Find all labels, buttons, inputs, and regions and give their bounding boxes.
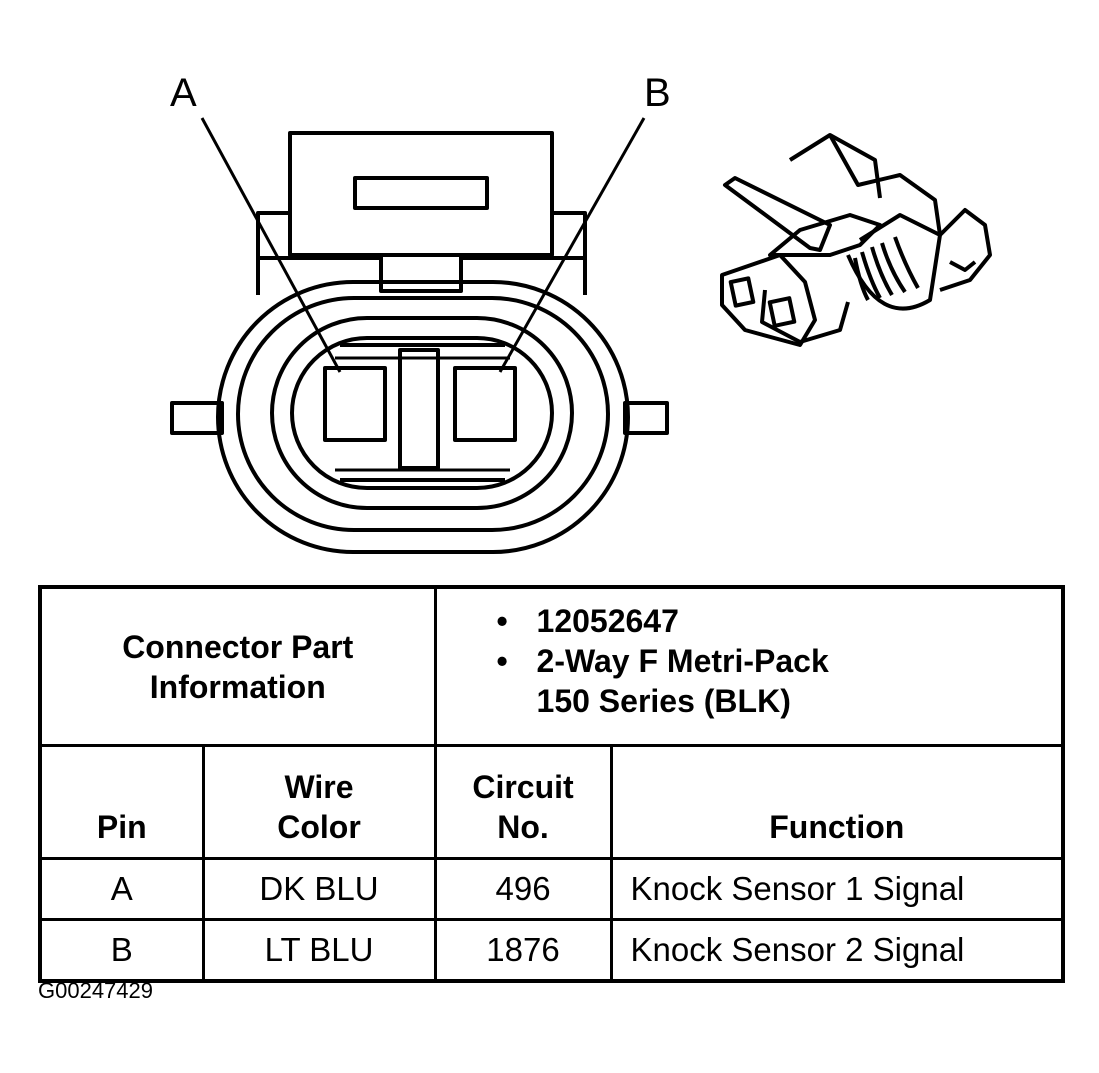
wire-color-cell: DK BLU <box>201 857 437 921</box>
circuit-cell: 1876 <box>433 918 613 983</box>
column-header-row: Pin Wire Color Circuit No. Function <box>38 744 1065 860</box>
pin-a-label: A <box>170 71 197 115</box>
table-row: B LT BLU 1876 Knock Sensor 2 Signal <box>38 918 1065 983</box>
col-header-circuit-no: Circuit No. <box>433 744 613 860</box>
connector-housing-top <box>288 131 554 257</box>
pin-cell: B <box>38 918 205 983</box>
terminal-cavity-b <box>453 366 517 442</box>
connector-type: 2-Way F Metri-Pack 150 Series (BLK) <box>497 641 877 721</box>
connector-shoulder-left <box>256 211 290 295</box>
circuit-cell: 496 <box>433 857 613 921</box>
connector-shoulder-right <box>552 211 587 295</box>
table-row: A DK BLU 496 Knock Sensor 1 Signal <box>38 857 1065 921</box>
pin-b-leader <box>498 117 646 373</box>
connector-inner-oval <box>270 316 574 510</box>
connector-ear-left <box>170 401 224 435</box>
connector-3d-view <box>720 133 992 347</box>
wire-color-cell: LT BLU <box>201 918 437 983</box>
connector-ear-right <box>623 401 669 435</box>
connector-face-oval <box>290 336 554 490</box>
center-key <box>398 348 440 470</box>
part-number: 12052647 <box>497 601 1062 641</box>
connector-part-values: 12052647 2-Way F Metri-Pack 150 Series (… <box>433 585 1065 747</box>
connector-info-table: Connector Part Information 12052647 2-Wa… <box>38 585 1066 983</box>
col-header-wire-color: Wire Color <box>201 744 437 860</box>
connector-part-row: Connector Part Information 12052647 2-Wa… <box>38 585 1065 747</box>
connector-tab-top <box>379 253 463 293</box>
pin-cell: A <box>38 857 205 921</box>
connector-latch-slot <box>353 176 489 210</box>
pin-b-label: B <box>644 71 671 115</box>
function-cell: Knock Sensor 2 Signal <box>609 918 1065 983</box>
connector-part-label: Connector Part Information <box>38 585 437 747</box>
connector-diagram: A B <box>170 71 992 554</box>
terminal-cavity-a <box>323 366 387 442</box>
pin-a-leader <box>200 117 342 373</box>
connector-seal-oval <box>236 296 610 532</box>
figure-id: G00247429 <box>38 978 153 1003</box>
col-header-pin: Pin <box>38 744 205 860</box>
col-header-function: Function <box>609 744 1065 860</box>
function-cell: Knock Sensor 1 Signal <box>609 857 1065 921</box>
connector-outer-oval <box>216 280 630 554</box>
